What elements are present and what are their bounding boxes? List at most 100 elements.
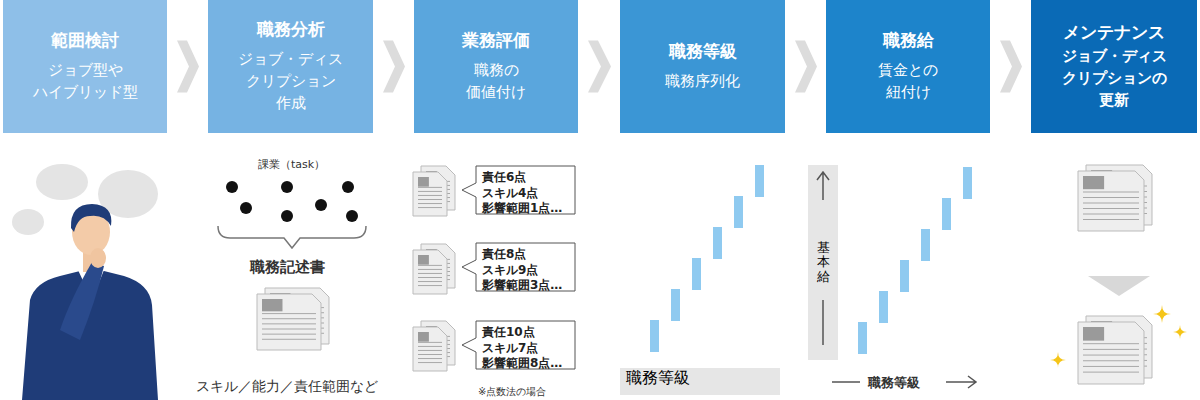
job-doc <box>413 250 447 294</box>
score-callout: 責任10点 スキル7点 影響範囲8点… <box>470 320 576 377</box>
step-heading: 職務分析 <box>235 18 347 41</box>
step-body: ジョブ型や ハイブリッド型 <box>29 60 141 104</box>
document-line <box>1083 197 1139 198</box>
grade-bar <box>858 322 867 354</box>
document-photo <box>418 177 429 187</box>
job-description-doc <box>257 294 321 350</box>
document-line <box>262 313 316 314</box>
document-line <box>418 350 442 351</box>
task-dot <box>281 210 293 222</box>
grade-bar <box>921 229 930 261</box>
method-note: ※点数法の場合 <box>478 385 546 399</box>
step-heading: 職務等級 <box>643 40 763 63</box>
chevron-arrow <box>177 41 199 93</box>
chevron-arrow <box>1000 41 1022 93</box>
step-box: 職務等級職務序列化 <box>620 0 785 133</box>
grade-bar <box>963 167 972 199</box>
step-box: 範囲検討ジョブ型や ハイブリッド型 <box>3 0 167 133</box>
step-box: 職務分析ジョブ・ディス クリプション 作成 <box>208 0 373 133</box>
document-line <box>1083 349 1139 350</box>
document-photo <box>418 332 429 342</box>
document-line <box>1083 203 1139 204</box>
document-label: 職務記述書 <box>250 258 325 277</box>
document-sheet <box>1078 171 1144 231</box>
step-box: 業務評価職務の 価値付け <box>414 0 578 133</box>
step-heading: 業務評価 <box>458 29 534 52</box>
document-line <box>1083 214 1139 215</box>
document-line <box>1083 192 1139 193</box>
task-dot <box>281 181 293 193</box>
grade-axis-band: 職務等級 <box>620 368 780 395</box>
document-line <box>1083 372 1139 373</box>
hand <box>90 248 106 268</box>
step-heading: メンテナンス <box>1056 21 1172 44</box>
task-dot <box>315 199 327 211</box>
document-photo <box>1083 176 1104 189</box>
document-line <box>1083 366 1139 367</box>
document-line <box>262 329 316 330</box>
node-text: 基本給 <box>817 238 830 287</box>
document-line <box>1083 355 1139 356</box>
axis-label: 職務等級 <box>868 374 920 392</box>
step-body: 職務の 価値付け <box>458 60 534 104</box>
document-line <box>262 318 316 319</box>
task-dot <box>226 181 238 193</box>
document-line <box>418 265 442 266</box>
document-sheet <box>257 294 321 350</box>
task-dot <box>240 202 252 214</box>
step-body: 賃金との 紐付け <box>873 60 943 104</box>
sparkle <box>1050 352 1066 368</box>
document-sheet <box>413 250 447 294</box>
node-text: 責任8点 スキル9点 影響範囲3点… <box>482 247 568 294</box>
document-sheet <box>1078 322 1144 384</box>
node-text: 責任10点 スキル7点 影響範囲8点… <box>482 325 572 372</box>
task-dot <box>342 181 354 193</box>
document-photo <box>1083 327 1104 341</box>
document-photo <box>418 255 429 265</box>
down-arrow <box>1088 276 1150 296</box>
node-text: 責任6点 スキル4点 影響範囲1点… <box>482 170 568 217</box>
task-dot <box>346 210 358 222</box>
document-line <box>418 187 442 188</box>
document-line <box>418 269 442 270</box>
document-line <box>1083 343 1139 344</box>
job-doc <box>413 327 447 371</box>
document-line <box>1083 360 1139 361</box>
document-line <box>418 354 442 355</box>
grade-bar <box>755 165 764 197</box>
arm <box>60 262 104 340</box>
grade-bar <box>942 198 951 230</box>
document-line <box>418 346 442 347</box>
score-callout: 責任8点 スキル9点 影響範囲3点… <box>470 242 576 299</box>
grade-bar <box>879 291 888 323</box>
attribute-note: スキル／能力／責任範囲など <box>196 378 378 396</box>
grade-bar <box>734 196 743 228</box>
document-line <box>1083 219 1139 220</box>
document-line <box>418 191 442 192</box>
document-line <box>262 323 316 324</box>
step-box: メンテナンスジョブ・ディス クリプションの 更新 <box>1031 0 1197 133</box>
document-line <box>418 362 442 363</box>
score-callout: 責任6点 スキル4点 影響範囲1点… <box>470 165 576 222</box>
document-line <box>418 281 442 282</box>
chevron-arrow <box>795 41 817 93</box>
speech-bubble <box>36 164 88 200</box>
grade-bar <box>692 258 701 290</box>
chevron-arrow <box>588 41 611 93</box>
grade-bar <box>900 260 909 292</box>
document-line <box>418 277 442 278</box>
axis-band <box>620 368 780 395</box>
step-body: ジョブ・ディス クリプションの 更新 <box>1056 46 1172 111</box>
node-text: 職務等級 <box>620 368 780 389</box>
sparkle <box>1173 325 1187 339</box>
step-body: ジョブ・ディス クリプション 作成 <box>235 49 347 114</box>
document-line <box>418 195 442 196</box>
step-box: 職務給賃金との 紐付け <box>826 0 990 133</box>
updated-doc <box>1078 322 1144 384</box>
document-line <box>418 273 442 274</box>
grade-bar <box>713 227 722 259</box>
axis-band <box>808 165 838 360</box>
grade-bar <box>650 320 659 352</box>
step-heading: 範囲検討 <box>29 29 141 52</box>
